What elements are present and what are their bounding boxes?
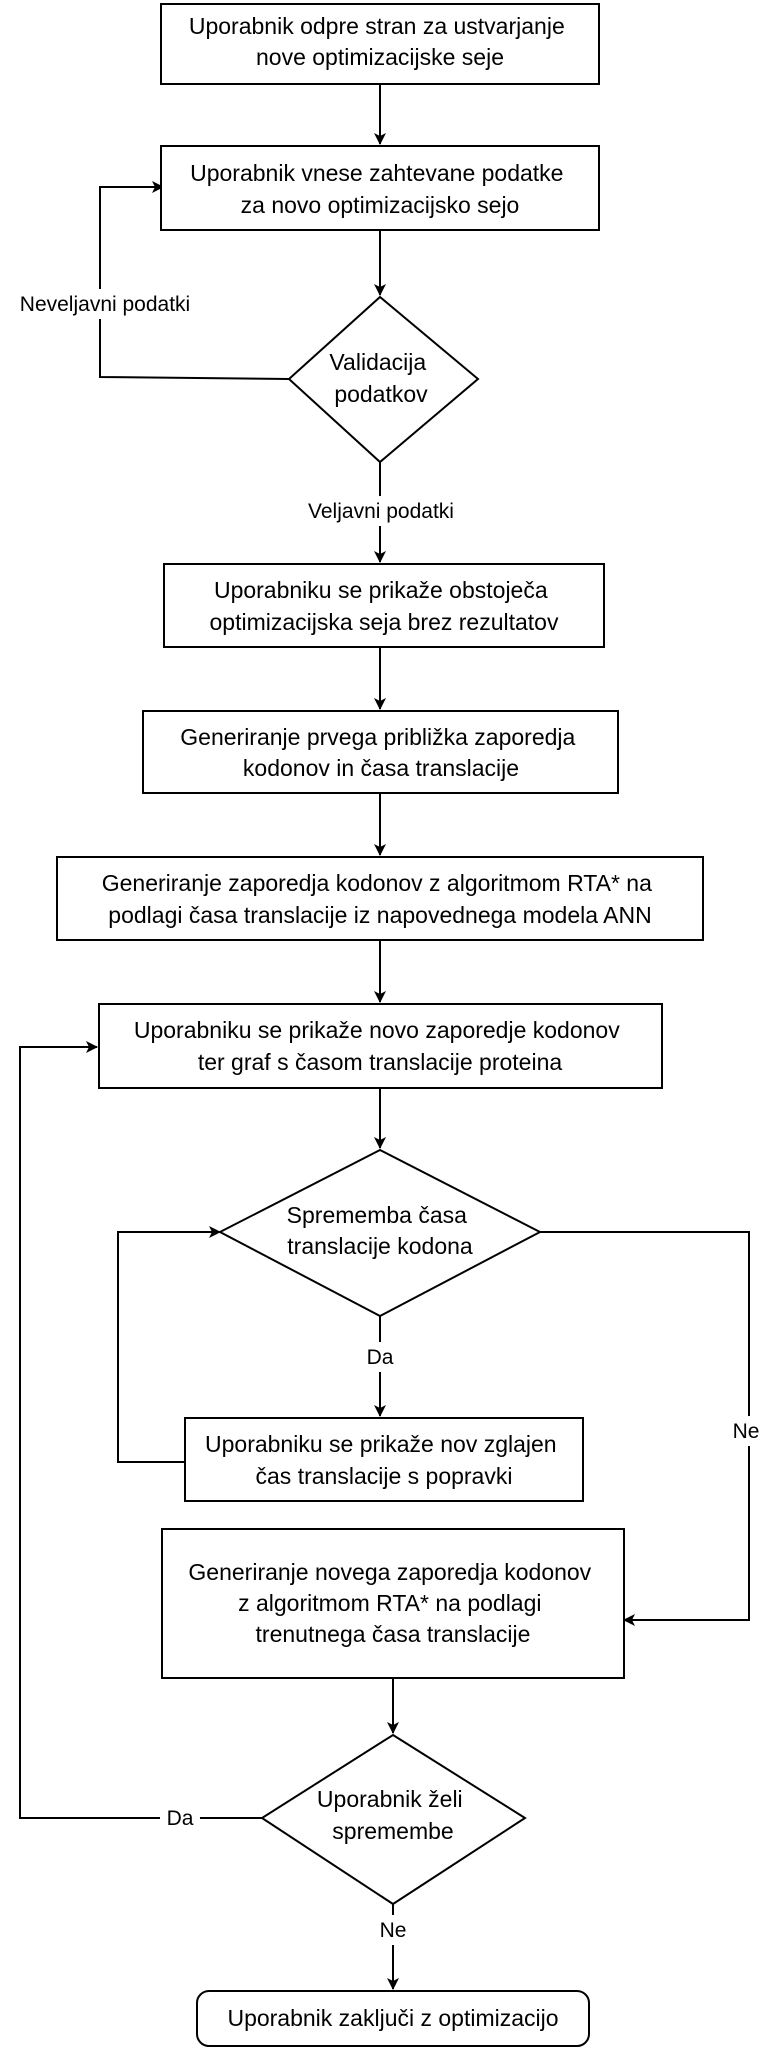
- edge-smoothed-loop: [117, 1226, 221, 1463]
- node-label: Uporabniku se prikaže obstoječa optimiza…: [210, 577, 559, 635]
- node-show-smoothed: [184, 1417, 584, 1502]
- edge-label-change-no: Ne: [733, 1420, 760, 1443]
- node-wants-changes-line-1: Uporabnik želi: [317, 1786, 463, 1812]
- node-gen-first-line-1: Generiranje prvega približka zaporedja: [180, 724, 575, 750]
- node-label: Generiranje prvega približka zaporedja k…: [180, 724, 581, 781]
- node-label: Uporabnik želi spremembe: [317, 1786, 469, 1844]
- edge-label-wants-yes: Da: [167, 1807, 194, 1830]
- edge-label-wants-no: Ne: [380, 1919, 407, 1942]
- node-open-page-line-1: Uporabnik odpre stran za ustvarjanje: [189, 13, 565, 39]
- node-label: Uporabniku se prikaže nov zglajen čas tr…: [205, 1431, 563, 1489]
- edge-invalid-loop: [99, 181, 290, 380]
- node-wants-changes-line-2: spremembe: [332, 1818, 453, 1844]
- edge-label-invalid: Neveljavni podatki: [20, 293, 190, 316]
- node-enter-data-line-1: Uporabnik vnese zahtevane podatke: [190, 160, 563, 186]
- node-gen-rta-line-1: Generiranje zaporedja kodonov z algoritm…: [102, 870, 652, 896]
- node-change-time: [217, 1148, 543, 1318]
- node-gen-new: [161, 1528, 625, 1679]
- edge-label-change-yes: Da: [367, 1346, 394, 1369]
- node-change-time-line-2: translacije kodona: [287, 1233, 473, 1259]
- node-gen-new-line-3: trenutnega časa translacije: [256, 1621, 531, 1647]
- node-finish: [196, 1990, 590, 2047]
- node-finish-line-1: Uporabnik zaključi z optimizacijo: [227, 2005, 558, 2031]
- node-validate-line-2: podatkov: [334, 381, 428, 407]
- node-label: Uporabnik vnese zahtevane podatke za nov…: [190, 160, 570, 218]
- edge-wants-yes: [19, 1041, 262, 1819]
- node-label: Sprememba časa translacije kodona: [287, 1202, 474, 1259]
- node-label: Generiranje novega zaporedja kodonov z a…: [188, 1559, 597, 1647]
- node-gen-rta: [56, 856, 704, 941]
- node-wants-changes: [260, 1733, 527, 1906]
- node-label: Uporabnik odpre stran za ustvarjanje nov…: [189, 13, 571, 70]
- node-show-smoothed-line-1: Uporabniku se prikaže nov zglajen: [205, 1431, 557, 1457]
- node-label: Uporabniku se prikaže novo zaporedje kod…: [134, 1017, 626, 1075]
- node-open-page-line-2: nove optimizacijske seje: [256, 44, 504, 70]
- node-change-time-line-1: Sprememba časa: [287, 1202, 467, 1228]
- node-label: Validacija podatkov: [329, 349, 432, 407]
- node-show-new: [98, 1003, 663, 1089]
- node-validate-line-1: Validacija: [329, 349, 426, 375]
- edge-label-valid: Veljavni podatki: [308, 500, 454, 523]
- node-show-new-line-1: Uporabniku se prikaže novo zaporedje kod…: [134, 1017, 620, 1043]
- node-gen-new-line-2: z algoritmom RTA* na podlagi: [238, 1590, 541, 1616]
- node-gen-first-line-2: kodonov in časa translacije: [243, 755, 519, 781]
- node-gen-rta-line-2: podlagi časa translacije iz napovednega …: [108, 902, 651, 928]
- node-label: Uporabnik zaključi z optimizacijo: [227, 2005, 558, 2031]
- node-enter-data: [160, 145, 600, 231]
- node-enter-data-line-2: za novo optimizacijsko sejo: [241, 192, 520, 218]
- node-show-session-line-1: Uporabniku se prikaže obstoječa: [214, 577, 548, 603]
- node-show-session: [163, 563, 605, 648]
- node-show-session-line-2: optimizacijska seja brez rezultatov: [210, 609, 559, 635]
- node-label: Generiranje zaporedja kodonov z algoritm…: [102, 870, 659, 928]
- node-gen-new-line-1: Generiranje novega zaporedja kodonov: [188, 1559, 591, 1585]
- node-show-new-line-2: ter graf s časom translacije proteina: [198, 1049, 563, 1075]
- node-gen-first: [142, 710, 619, 794]
- node-open-page: [160, 3, 600, 85]
- node-validate: [287, 295, 480, 464]
- node-show-smoothed-line-2: čas translacije s popravki: [256, 1463, 513, 1489]
